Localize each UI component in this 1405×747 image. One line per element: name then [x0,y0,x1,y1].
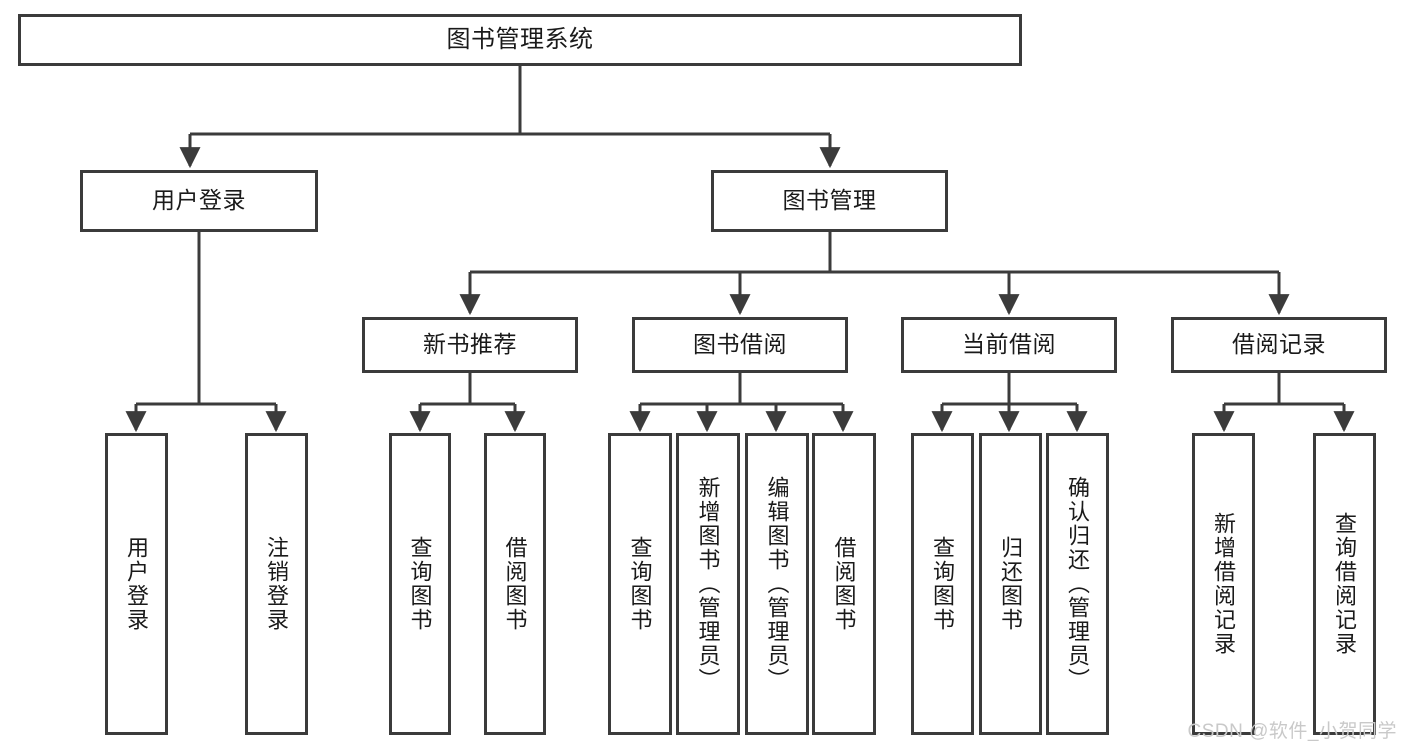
node-label: 新增图书（管理员） [695,476,721,692]
node-label: 借阅图书 [831,536,857,632]
node-label: 确认归还（管理员） [1065,476,1091,692]
node-label: 查询图书 [407,536,433,632]
node-label: 借阅图书 [502,536,528,632]
node-root-system[interactable]: 图书管理系统 [18,14,1022,66]
leaf-borrow-query-book[interactable]: 查询图书 [608,433,672,735]
leaf-recommend-query-book[interactable]: 查询图书 [389,433,451,735]
leaf-current-return-book[interactable]: 归还图书 [979,433,1042,735]
node-borrow-record[interactable]: 借阅记录 [1171,317,1387,373]
node-book-management[interactable]: 图书管理 [711,170,948,232]
node-label: 查询图书 [627,536,653,632]
node-label: 查询借阅记录 [1332,512,1358,656]
leaf-borrow-add-book-admin[interactable]: 新增图书（管理员） [676,433,740,735]
leaf-user-login[interactable]: 用户登录 [105,433,168,735]
node-current-borrow[interactable]: 当前借阅 [901,317,1117,373]
leaf-record-add-record[interactable]: 新增借阅记录 [1192,433,1255,735]
leaf-borrow-edit-book-admin[interactable]: 编辑图书（管理员） [745,433,809,735]
node-label: 当前借阅 [962,331,1056,358]
csdn-watermark: CSDN @软件_小贺同学 [1187,721,1397,742]
node-label: 借阅记录 [1232,331,1326,358]
node-label: 图书管理系统 [446,25,594,53]
leaf-borrow-borrow-book[interactable]: 借阅图书 [812,433,876,735]
node-book-borrow[interactable]: 图书借阅 [632,317,848,373]
leaf-recommend-borrow-book[interactable]: 借阅图书 [484,433,546,735]
node-user-login[interactable]: 用户登录 [80,170,318,232]
node-label: 查询图书 [930,536,956,632]
node-label: 图书借阅 [693,331,787,358]
leaf-user-logout[interactable]: 注销登录 [245,433,308,735]
node-label: 图书管理 [782,187,877,214]
leaf-current-confirm-return-admin[interactable]: 确认归还（管理员） [1046,433,1109,735]
node-new-book-recommend[interactable]: 新书推荐 [362,317,578,373]
node-label: 用户登录 [124,536,150,632]
leaf-current-query-book[interactable]: 查询图书 [911,433,974,735]
node-label: 注销登录 [264,536,290,632]
node-label: 新增借阅记录 [1211,512,1237,656]
node-label: 新书推荐 [423,331,517,358]
node-label: 归还图书 [998,536,1024,632]
leaf-record-query-record[interactable]: 查询借阅记录 [1313,433,1376,735]
node-label: 用户登录 [152,187,246,214]
node-label: 编辑图书（管理员） [764,476,790,692]
